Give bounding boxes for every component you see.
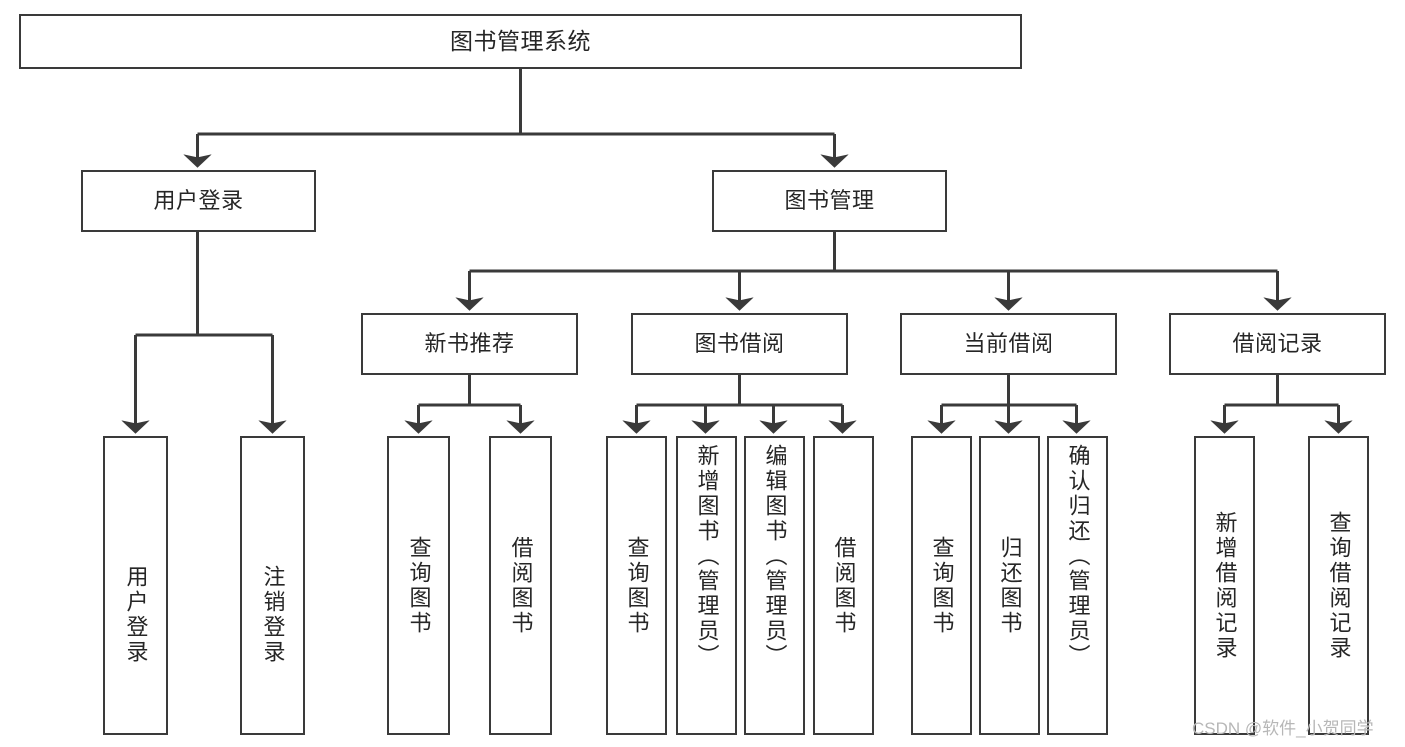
node-borrow-record[interactable]: 借阅记录 (1169, 313, 1386, 375)
node-borrow-record-label: 借阅记录 (1232, 331, 1323, 357)
node-leaf-edit-book-label: 编辑图书（管理员） (762, 444, 788, 669)
node-leaf-confirm-return-label: 确认归还（管理员） (1065, 444, 1091, 669)
node-book-manage-label: 图书管理 (784, 188, 875, 214)
node-leaf-add-record-label: 新增借阅记录 (1212, 510, 1238, 661)
node-leaf-borrow-book-2[interactable]: 借阅图书 (813, 436, 874, 735)
node-leaf-query-book-2[interactable]: 查询图书 (606, 436, 667, 735)
node-leaf-query-book-1[interactable]: 查询图书 (387, 436, 450, 735)
node-user-login-label: 用户登录 (153, 188, 244, 214)
node-new-book-recommend-label: 新书推荐 (424, 331, 515, 357)
node-leaf-confirm-return[interactable]: 确认归还（管理员） (1047, 436, 1108, 735)
node-user-login[interactable]: 用户登录 (81, 170, 316, 232)
node-book-borrow-label: 图书借阅 (694, 331, 785, 357)
node-leaf-query-book-2-label: 查询图书 (624, 535, 650, 636)
node-leaf-query-record-label: 查询借阅记录 (1326, 510, 1352, 661)
node-leaf-query-book-3[interactable]: 查询图书 (911, 436, 972, 735)
node-current-borrow-label: 当前借阅 (963, 331, 1054, 357)
node-new-book-recommend[interactable]: 新书推荐 (361, 313, 578, 375)
node-book-manage[interactable]: 图书管理 (712, 170, 947, 232)
node-book-borrow[interactable]: 图书借阅 (631, 313, 848, 375)
node-leaf-borrow-book-1[interactable]: 借阅图书 (489, 436, 552, 735)
node-leaf-user-login-label: 用户登录 (123, 565, 149, 665)
node-leaf-return-book[interactable]: 归还图书 (979, 436, 1040, 735)
node-leaf-return-book-label: 归还图书 (997, 535, 1023, 636)
node-leaf-logout-login[interactable]: 注销登录 (240, 436, 305, 735)
node-leaf-query-book-3-label: 查询图书 (929, 535, 955, 636)
node-leaf-borrow-book-2-label: 借阅图书 (831, 535, 857, 636)
node-leaf-borrow-book-1-label: 借阅图书 (508, 535, 534, 636)
node-leaf-edit-book[interactable]: 编辑图书（管理员） (744, 436, 805, 735)
node-root[interactable]: 图书管理系统 (19, 14, 1022, 69)
node-current-borrow[interactable]: 当前借阅 (900, 313, 1117, 375)
node-root-label: 图书管理系统 (450, 27, 591, 54)
node-leaf-user-login[interactable]: 用户登录 (103, 436, 168, 735)
node-leaf-add-record[interactable]: 新增借阅记录 (1194, 436, 1255, 735)
node-leaf-query-record[interactable]: 查询借阅记录 (1308, 436, 1369, 735)
node-leaf-query-book-1-label: 查询图书 (406, 535, 432, 636)
watermark: CSDN @软件_小贺同学 (1192, 719, 1374, 738)
node-leaf-logout-login-label: 注销登录 (260, 565, 286, 665)
node-leaf-add-book-label: 新增图书（管理员） (694, 444, 720, 669)
node-leaf-add-book[interactable]: 新增图书（管理员） (676, 436, 737, 735)
